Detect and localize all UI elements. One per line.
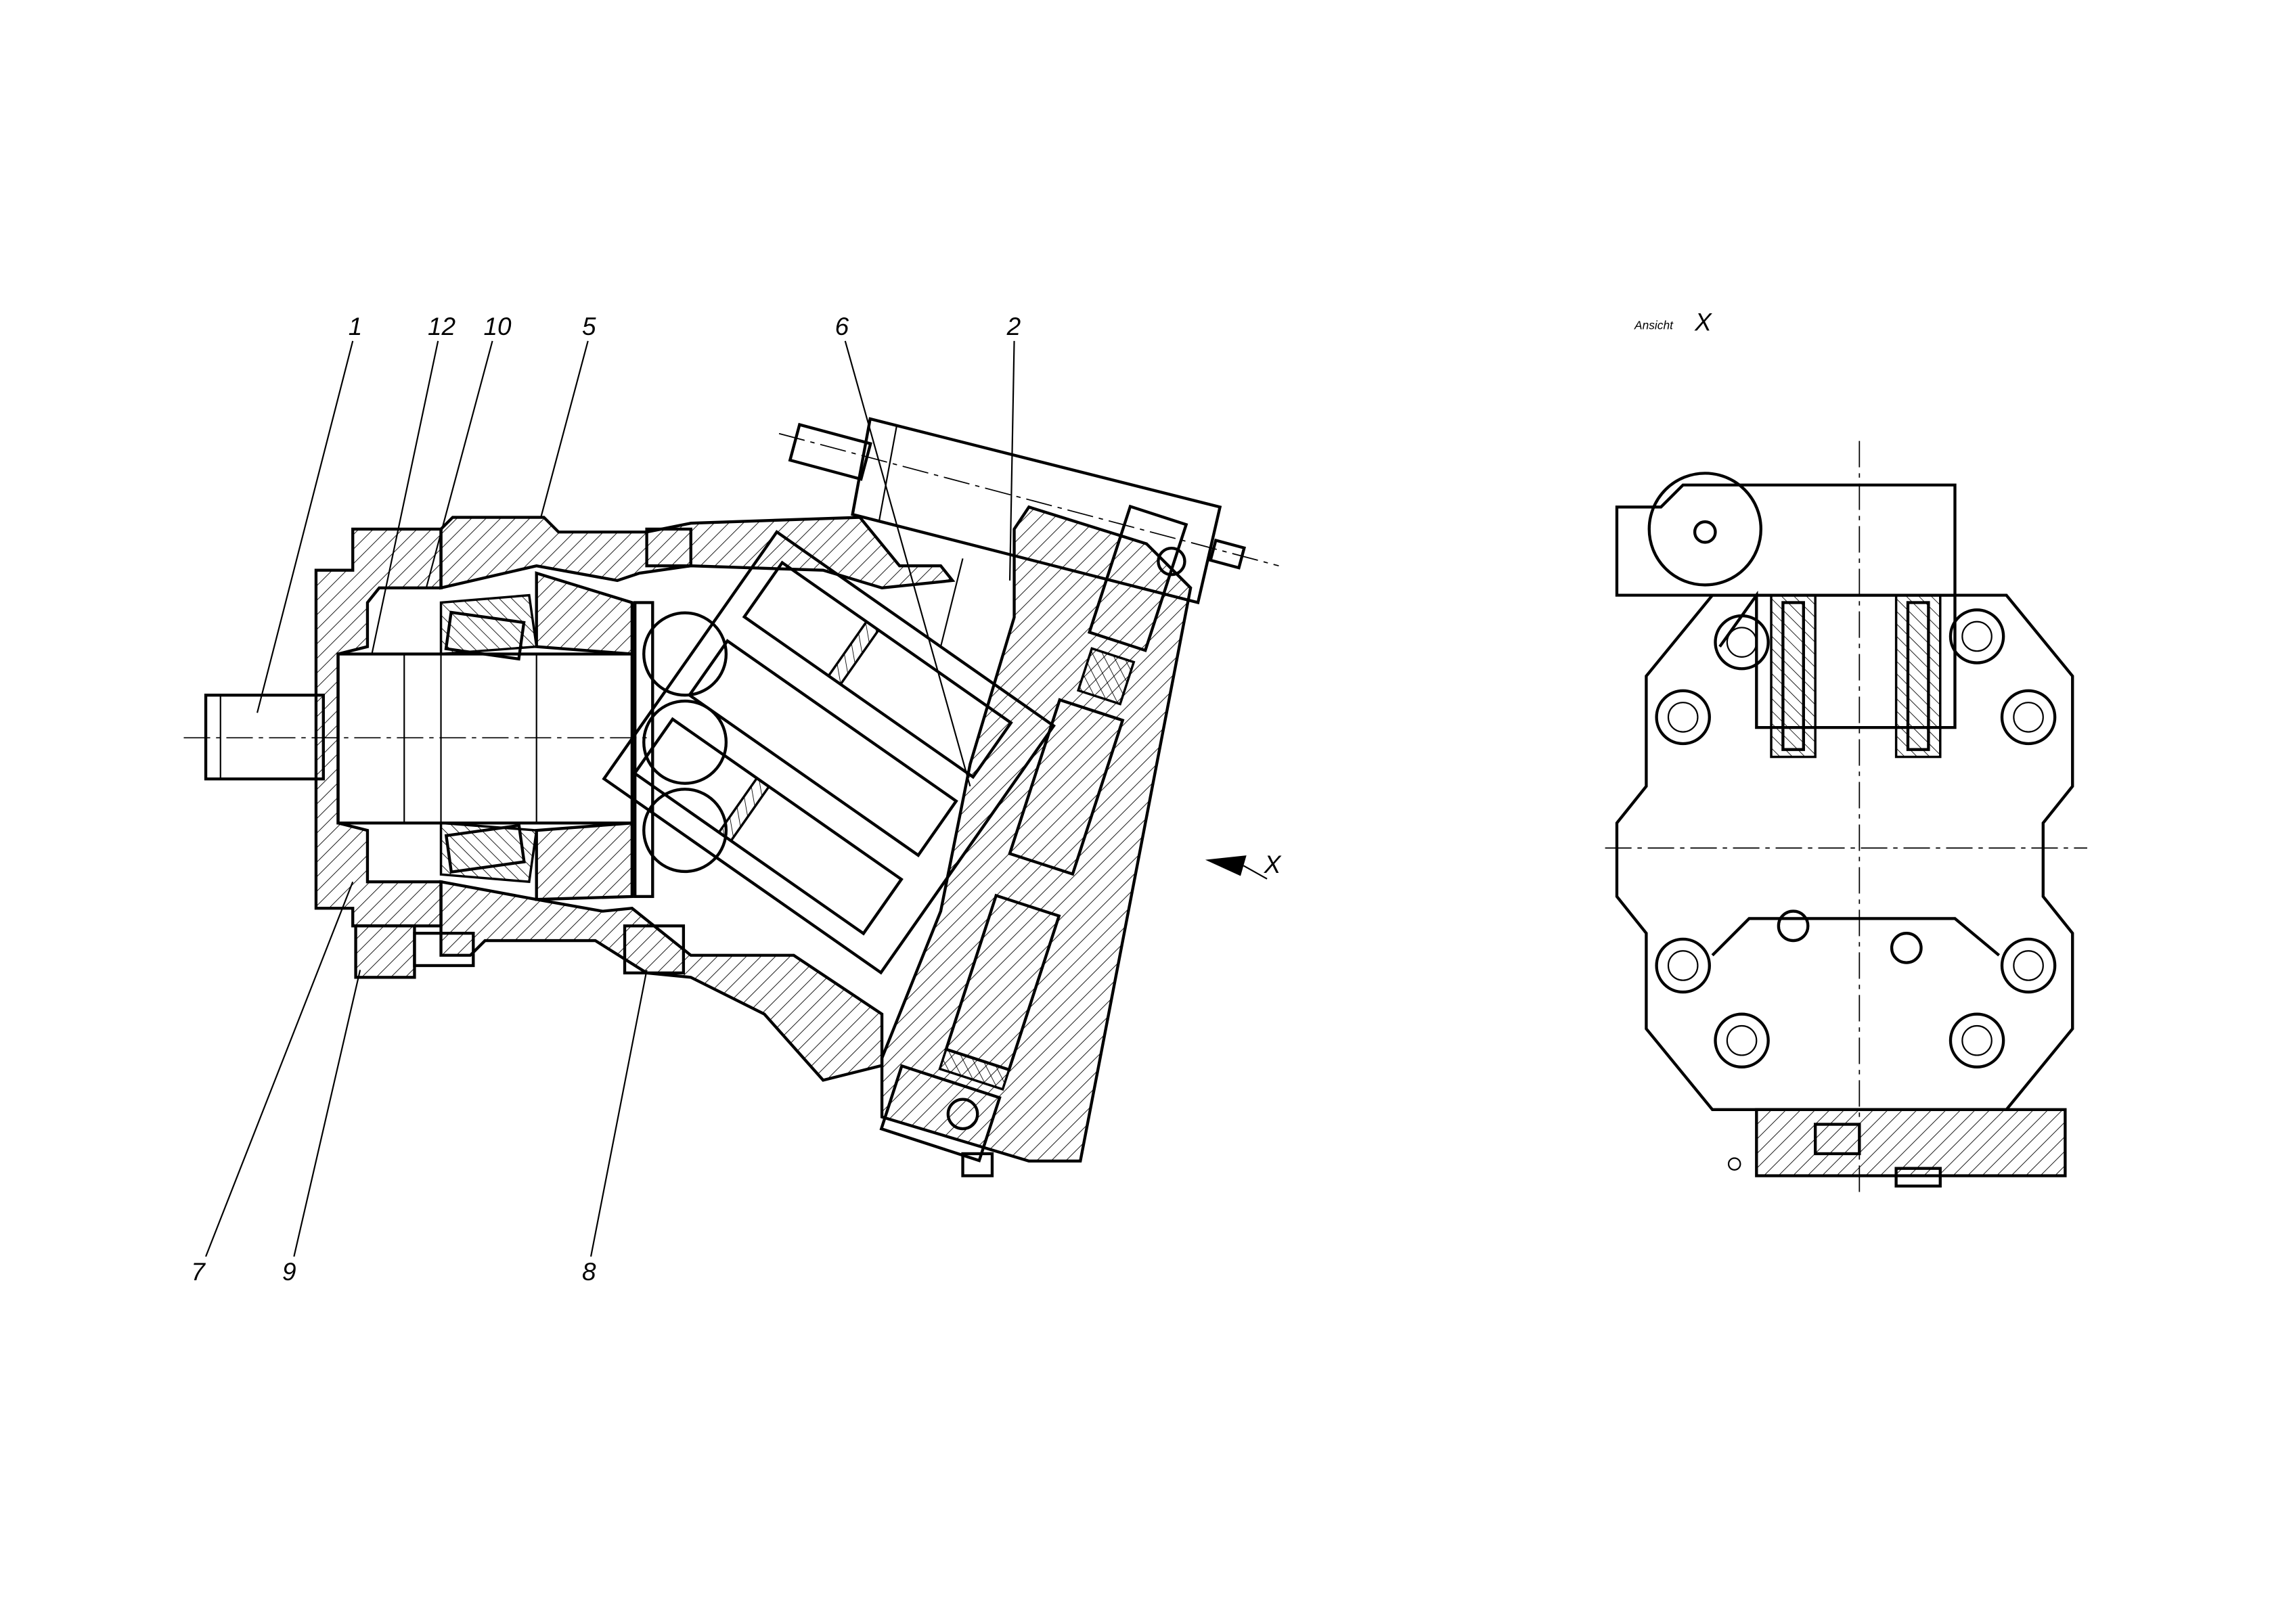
part-label-6: 6 <box>835 313 849 340</box>
bottom-port-block <box>1755 1108 2067 1177</box>
drain-plug <box>623 924 686 974</box>
part-label-2: 2 <box>1006 313 1021 340</box>
valve-housing <box>1615 483 1957 597</box>
control-valve-cylinder <box>851 417 1222 605</box>
port-plate-outline <box>1615 593 2074 1111</box>
part-label-12: 12 <box>428 313 455 340</box>
end-view-letter: X <box>1694 309 1712 336</box>
part-label-8: 8 <box>582 1258 596 1286</box>
housing-lower <box>439 880 884 1082</box>
control-piston <box>1008 698 1125 876</box>
view-arrow <box>1205 855 1247 876</box>
part-label-7: 7 <box>191 1258 206 1286</box>
view-arrow-label: X <box>1264 851 1282 878</box>
part-label-10: 10 <box>484 313 512 340</box>
leader-lines <box>205 340 1268 1257</box>
part-labels: 1 12 10 5 6 2 7 9 8 X <box>191 313 1281 1286</box>
cover-screw <box>354 924 416 979</box>
drive-shaft <box>204 694 325 781</box>
end-view-title: Ansicht <box>1634 319 1674 332</box>
end-view: Ansicht X <box>1605 309 2087 1198</box>
bolt-heads <box>1655 608 2057 1069</box>
front-cover <box>314 527 443 928</box>
part-label-9: 9 <box>282 1258 296 1286</box>
bearing-race-lower <box>535 821 634 901</box>
section-view <box>183 417 1279 1177</box>
valve-insert-right <box>1894 593 1942 759</box>
port-head <box>880 505 1193 1163</box>
bearing-race-upper <box>535 571 634 656</box>
housing-upper <box>439 516 956 590</box>
part-label-5: 5 <box>582 313 596 340</box>
valve-insert-left <box>1770 593 1817 759</box>
part-label-1: 1 <box>349 313 363 340</box>
